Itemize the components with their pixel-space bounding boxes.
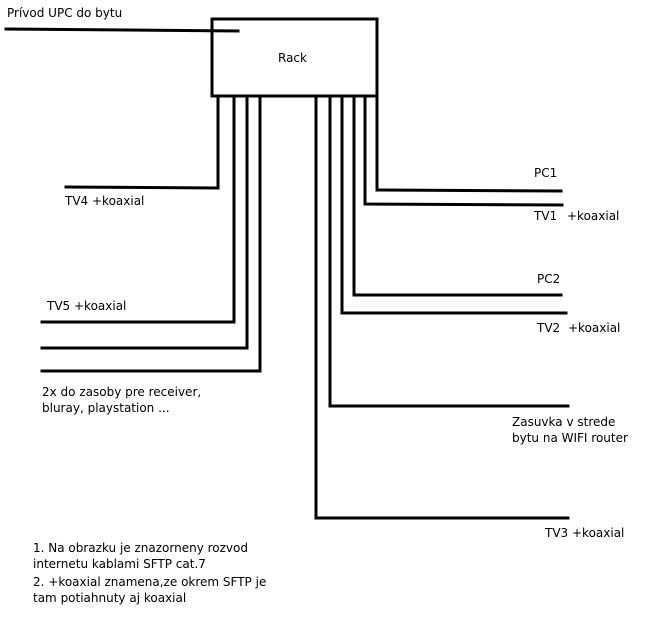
upc-incoming-line	[4, 27, 240, 33]
note-1-line2: internetu kablami SFTP cat.7	[33, 557, 206, 571]
label-tv5: TV5 +koaxial	[47, 299, 127, 313]
cable-pc1	[375, 94, 563, 193]
note-1-line1: 1. Na obrazku je znazorneny rozvod	[33, 541, 248, 555]
label-tv2: TV2	[537, 321, 561, 335]
label-pc2: PC2	[537, 272, 561, 286]
note-2: 2. +koaxial znamena,ze okrem SFTP je tam…	[33, 574, 266, 606]
note-1: 1. Na obrazku je znazorneny rozvod inter…	[33, 540, 248, 572]
note-2-line1: 2. +koaxial znamena,ze okrem SFTP je	[33, 575, 267, 589]
label-tv2-koaxial: +koaxial	[568, 321, 621, 335]
label-wifi-socket: Zasuvka v strede bytu na WIFI router	[512, 414, 628, 446]
label-reserve: 2x do zasoby pre receiver, bluray, plays…	[42, 384, 201, 416]
rack-box	[210, 17, 379, 98]
wiring-lines	[4, 17, 570, 520]
label-tv4: TV4 +koaxial	[65, 194, 145, 208]
label-upc-incoming: Prívod UPC do bytu	[7, 6, 123, 20]
label-tv1: TV1	[534, 209, 558, 223]
cable-wifi-socket	[328, 94, 570, 408]
cable-tv2	[340, 94, 568, 315]
label-wifi-socket-line1: Zasuvka v strede	[512, 415, 616, 429]
label-pc1: PC1	[534, 166, 558, 180]
cable-tv3	[314, 94, 570, 520]
label-reserve-line2: bluray, playstation ...	[42, 401, 170, 415]
note-2-line2: tam potiahnuty aj koaxial	[33, 591, 187, 605]
cable-tv5	[40, 94, 236, 324]
label-tv1-koaxial: +koaxial	[567, 209, 620, 223]
cable-reserve-1	[40, 94, 249, 350]
cable-tv1	[363, 94, 564, 207]
label-reserve-line1: 2x do zasoby pre receiver,	[42, 385, 202, 399]
cable-pc2	[352, 94, 563, 297]
label-wifi-socket-line2: bytu na WIFI router	[512, 431, 628, 445]
label-rack: Rack	[278, 51, 307, 65]
cable-reserve-2	[40, 94, 262, 373]
label-tv3: TV3 +koaxial	[545, 526, 625, 540]
cable-tv4	[64, 94, 220, 190]
